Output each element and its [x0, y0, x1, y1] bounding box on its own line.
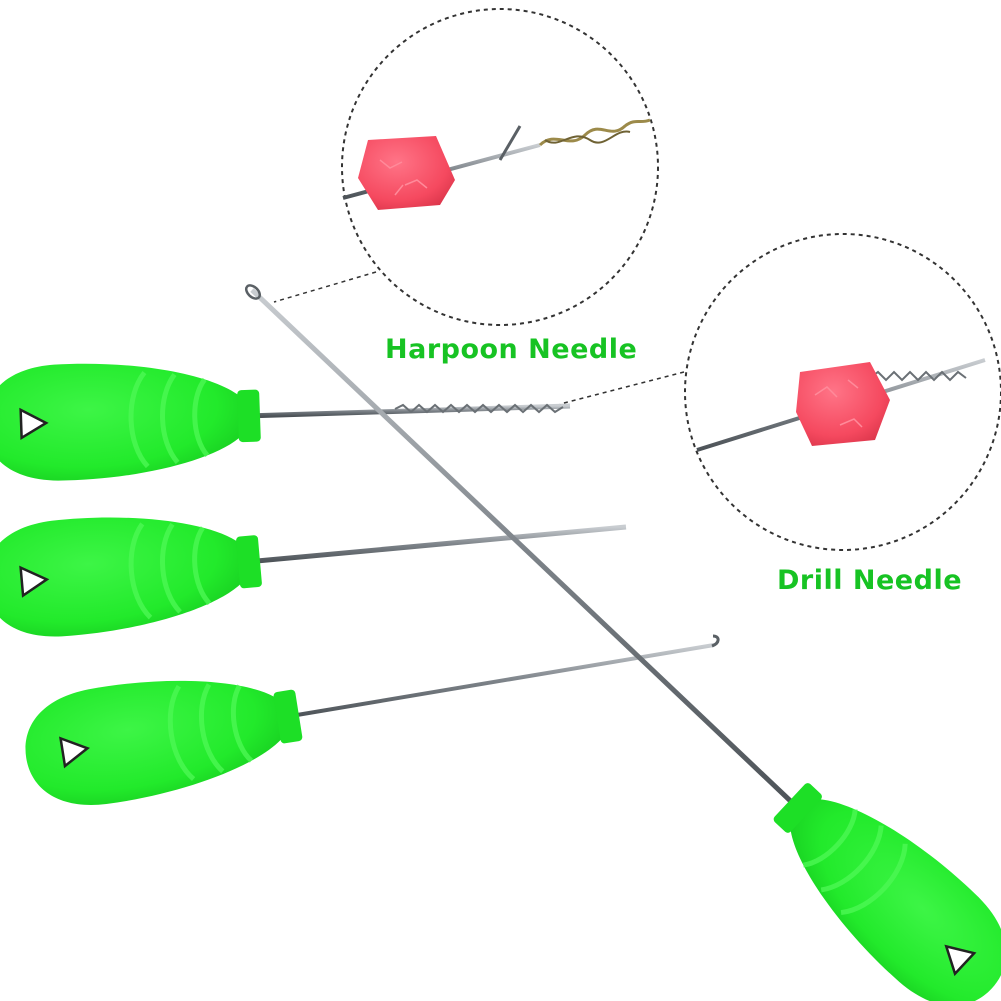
splicing-needle-tool: [17, 634, 720, 815]
harpoon-needle-label: Harpoon Needle: [385, 334, 638, 365]
baiting-needle-tool: [0, 503, 627, 643]
drill-detail-circle: [684, 233, 1001, 551]
drill-needle-label: Drill Needle: [777, 565, 963, 596]
drill-needle-tool: [0, 357, 571, 483]
harpoon-detail-circle: [341, 8, 659, 326]
harpoon-needle-tool: [244, 284, 1001, 1001]
